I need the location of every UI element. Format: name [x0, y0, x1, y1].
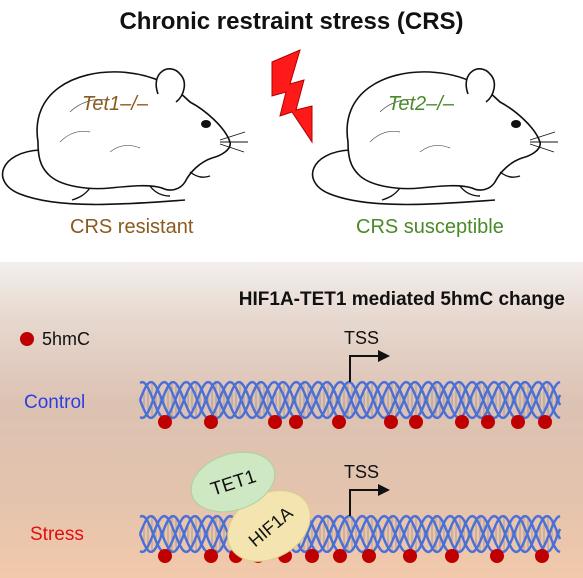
- dna-strand: [138, 381, 562, 419]
- tet2-genotype-label: Tet2–/–: [388, 93, 454, 115]
- hmc-dot: [535, 549, 549, 563]
- dna-strand: [138, 515, 562, 553]
- legend-5hmc-label: 5hmC: [42, 329, 91, 349]
- hmc-dot: [538, 415, 552, 429]
- dna-strand: [138, 515, 562, 553]
- hmc-dot: [481, 415, 495, 429]
- hmc-dot: [204, 415, 218, 429]
- control-tss-arrowhead: [378, 350, 390, 362]
- dna-strand: [138, 381, 562, 419]
- control-tss-label: TSS: [344, 328, 380, 348]
- hmc-dot: [362, 549, 376, 563]
- dna-strand: [139, 514, 561, 554]
- control-dna-helix: [138, 380, 562, 429]
- hmc-dot: [384, 415, 398, 429]
- hmc-dot: [158, 549, 172, 563]
- hmc-dot: [333, 549, 347, 563]
- figure-title: Chronic restraint stress (CRS): [119, 8, 464, 35]
- tet1-protein-shape: [190, 451, 276, 513]
- hmc-dot: [204, 549, 218, 563]
- stress-label: Stress: [30, 524, 84, 545]
- stress-tss-arrow: [349, 489, 378, 516]
- hmc-dot: [289, 415, 303, 429]
- tet2-mouse-illustration: [311, 68, 559, 206]
- hmc-dot: [511, 415, 525, 429]
- hmc-dot: [490, 549, 504, 563]
- hmc-dot: [268, 415, 282, 429]
- lightning-bolt-icon: [271, 49, 313, 144]
- dna-strand: [139, 380, 561, 420]
- hmc-dot: [403, 549, 417, 563]
- control-tss-arrow: [349, 355, 378, 382]
- hmc-dot: [409, 415, 423, 429]
- stress-dna-helix: [138, 514, 562, 563]
- hmc-dot: [455, 415, 469, 429]
- hmc-dot: [305, 549, 319, 563]
- section-title: HIF1A-TET1 mediated 5hmC change: [238, 289, 565, 310]
- legend-5hmc-dot: [20, 332, 34, 346]
- stress-tss-arrowhead: [378, 484, 390, 496]
- tet1-mouse-illustration: [1, 68, 249, 206]
- hmc-dot: [332, 415, 346, 429]
- hmc-dot: [445, 549, 459, 563]
- hmc-dot: [158, 415, 172, 429]
- tet1-phenotype-label: CRS resistant: [70, 216, 194, 238]
- tet1-genotype-label: Tet1–/–: [82, 93, 148, 115]
- stress-tss-label: TSS: [344, 462, 380, 482]
- control-label: Control: [24, 392, 86, 413]
- tet2-phenotype-label: CRS susceptible: [356, 216, 504, 238]
